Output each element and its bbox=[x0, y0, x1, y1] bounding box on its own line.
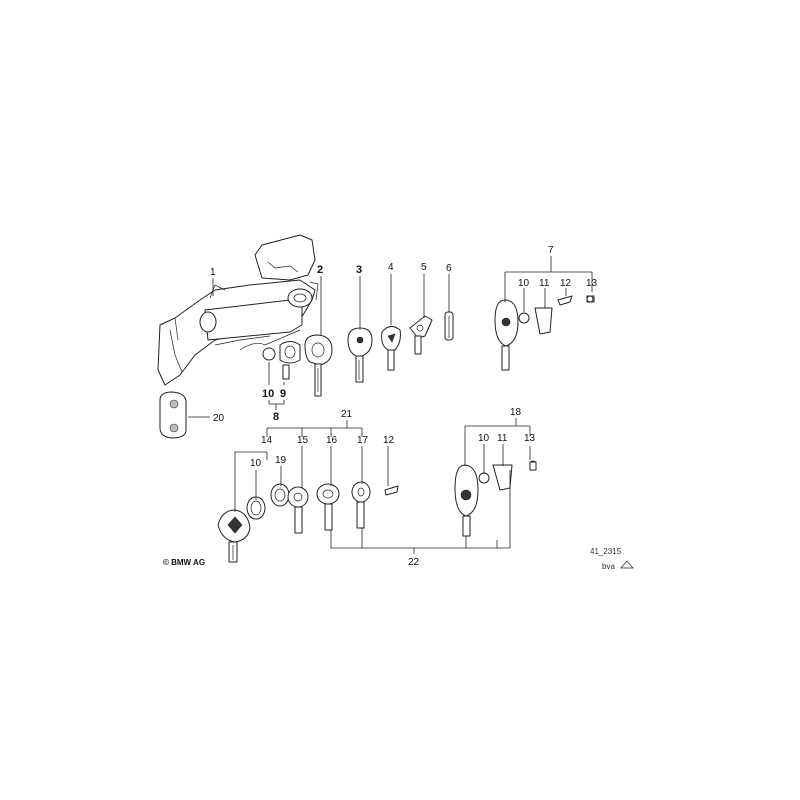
part-4-key bbox=[381, 326, 401, 371]
part-6-key-blank bbox=[444, 311, 454, 341]
callout-9: 9 bbox=[280, 388, 286, 400]
callout-14: 14 bbox=[261, 435, 273, 446]
callout-21: 21 bbox=[341, 409, 353, 420]
callout-2: 2 bbox=[317, 264, 323, 276]
callout-15: 15 bbox=[297, 435, 309, 446]
part-14-key bbox=[217, 509, 251, 563]
callout-18: 18 bbox=[510, 407, 522, 418]
callout-7-10: 10 bbox=[518, 278, 530, 289]
callout-1: 1 bbox=[210, 267, 216, 278]
callout-19: 19 bbox=[275, 455, 287, 466]
callout-3: 3 bbox=[356, 264, 362, 276]
part-2-lock-cylinder bbox=[304, 334, 333, 397]
callout-18-11: 11 bbox=[497, 433, 508, 444]
part-15-key bbox=[287, 486, 309, 534]
revision-triangle-icon bbox=[620, 560, 634, 569]
part-1-door-handle-assembly bbox=[157, 234, 319, 386]
part-9-10-lock-parts bbox=[262, 341, 301, 380]
part-5-key bbox=[409, 315, 433, 355]
part-10-ring bbox=[246, 496, 266, 520]
part-7-key-set bbox=[494, 295, 595, 371]
callout-7-11: 11 bbox=[539, 278, 550, 289]
part-19-ring bbox=[270, 483, 290, 507]
callout-labels: 1 2 3 4 5 6 7 10 11 12 13 10 9 8 20 21 1… bbox=[210, 245, 598, 568]
callout-18-10: 10 bbox=[478, 433, 490, 444]
part-18-key-set bbox=[454, 460, 537, 537]
part-12-insert bbox=[384, 485, 399, 496]
callout-22: 22 bbox=[408, 557, 420, 568]
part-3-key bbox=[347, 327, 373, 383]
callout-16: 16 bbox=[326, 435, 338, 446]
callout-20: 20 bbox=[213, 413, 225, 424]
callout-17: 17 bbox=[357, 435, 369, 446]
callout-6: 6 bbox=[446, 263, 452, 274]
callout-lines bbox=[188, 256, 593, 554]
part-17-key bbox=[351, 481, 371, 529]
part-16-key bbox=[316, 483, 340, 531]
footer: © BMW AG 41_2315 bva bbox=[163, 547, 634, 571]
callout-4: 4 bbox=[388, 262, 394, 273]
callout-5: 5 bbox=[421, 262, 427, 273]
callout-10: 10 bbox=[262, 388, 274, 400]
callout-8: 8 bbox=[273, 411, 279, 423]
callout-18-13: 13 bbox=[524, 433, 536, 444]
revision-label: bva bbox=[602, 562, 615, 571]
copyright-label: © BMW AG bbox=[163, 558, 205, 567]
callout-14-10: 10 bbox=[250, 458, 262, 469]
part-20-key-fob bbox=[159, 391, 187, 439]
diagram-id: 41_2315 bbox=[590, 547, 622, 556]
callout-7: 7 bbox=[548, 245, 554, 256]
callout-12: 12 bbox=[383, 435, 395, 446]
callout-7-13: 13 bbox=[586, 278, 598, 289]
callout-7-12: 12 bbox=[560, 278, 572, 289]
